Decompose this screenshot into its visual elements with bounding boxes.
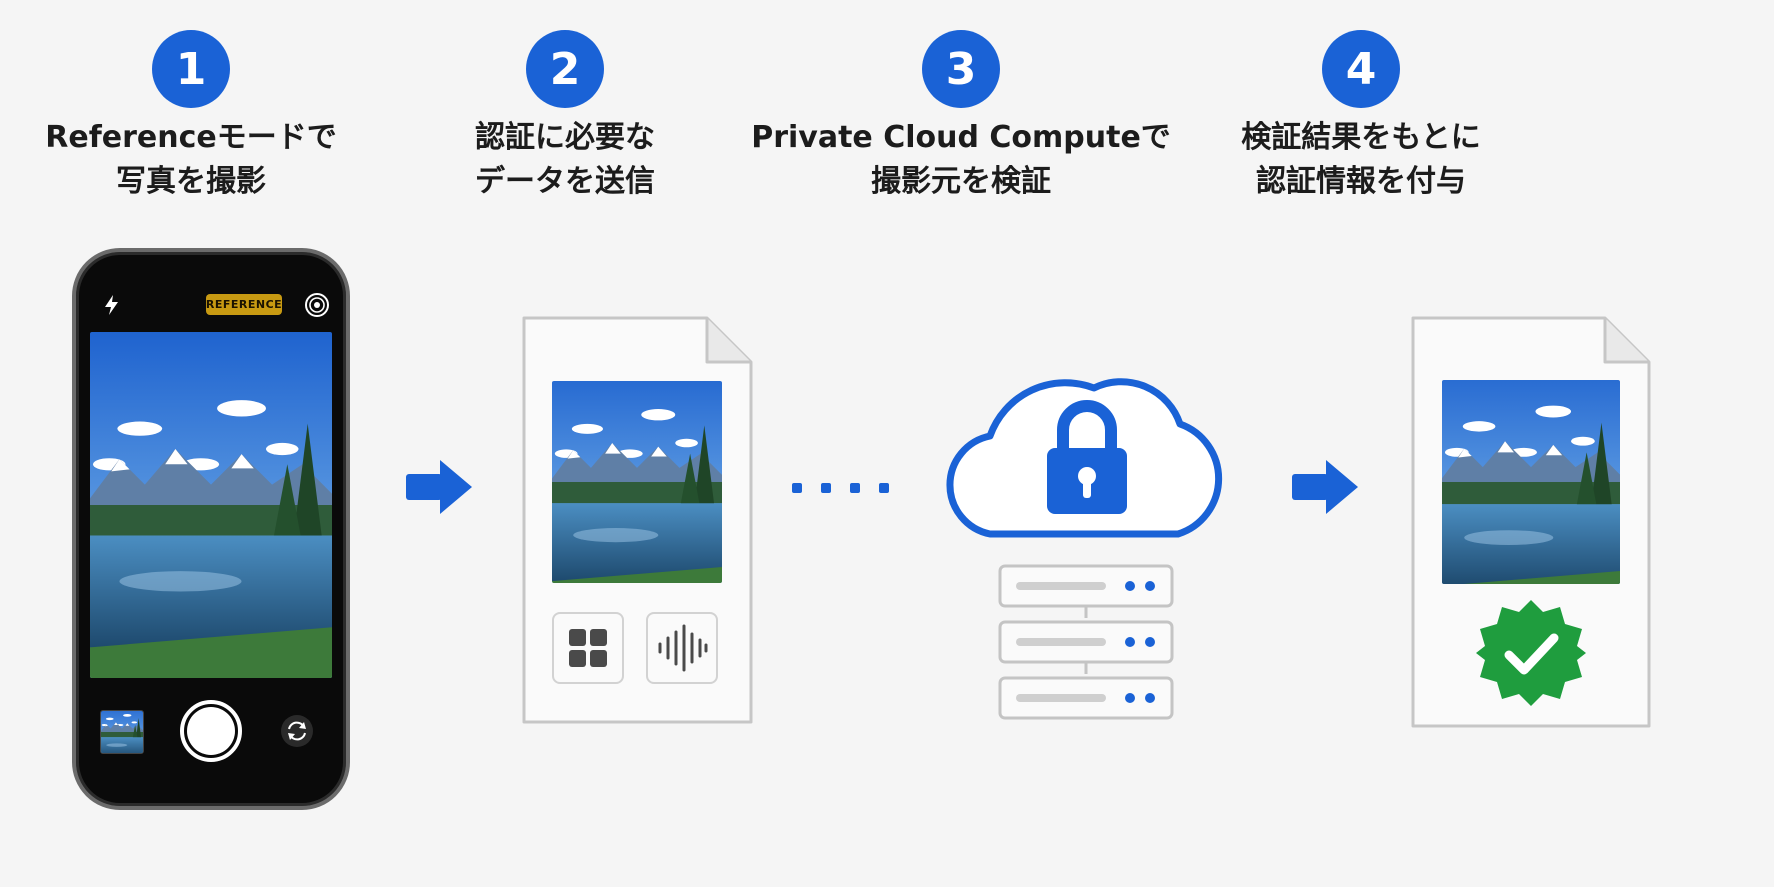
step-1-badge: 1 — [152, 30, 230, 108]
step-4-title-line2: 認証情報を付与 — [1256, 164, 1466, 199]
step-3-title: Private Cloud Computeで 撮影元を検証 — [751, 116, 1171, 204]
step-1-title: Referenceモードで 写真を撮影 — [0, 116, 401, 204]
flash-icon[interactable] — [102, 294, 122, 316]
live-photo-icon[interactable] — [304, 292, 330, 318]
lock-icon — [1047, 400, 1127, 514]
step-2-title: 認証に必要な データを送信 — [355, 116, 775, 204]
step-1-title-line2: 写真を撮影 — [116, 164, 266, 199]
reference-mode-badge[interactable]: REFERENCE — [206, 294, 282, 315]
camera-flip-icon[interactable] — [280, 714, 314, 748]
step-2-title-line2: データを送信 — [475, 164, 655, 199]
step-3-title-line1: Private Cloud Computeで — [751, 120, 1171, 155]
step-3-title-line2: 撮影元を検証 — [871, 164, 1051, 199]
waveform-icon — [658, 624, 708, 672]
arrow-right-icon — [406, 460, 472, 514]
phone-mockup: REFERENCE — [72, 248, 350, 810]
step-4-title: 検証結果をもとに 認証情報を付与 — [1151, 116, 1571, 204]
step-2-badge: 2 — [526, 30, 604, 108]
document-photo — [552, 381, 722, 583]
step-3-badge: 3 — [922, 30, 1000, 108]
step-1-title-line1: Referenceモードで — [45, 120, 337, 155]
server-icon — [998, 564, 1174, 720]
step-4-title-line1: 検証結果をもとに — [1241, 120, 1481, 155]
audio-tile — [646, 612, 718, 684]
verified-check-icon — [1476, 600, 1586, 706]
arrow-right-icon — [1292, 460, 1358, 514]
shutter-button[interactable] — [180, 700, 242, 762]
camera-viewfinder-photo — [90, 332, 332, 678]
step-4-badge: 4 — [1322, 30, 1400, 108]
dotted-connector — [792, 483, 889, 493]
last-photo-thumbnail[interactable] — [100, 710, 144, 754]
verified-document-photo — [1442, 380, 1620, 584]
grid-icon — [569, 629, 607, 667]
step-2-title-line1: 認証に必要な — [475, 120, 655, 155]
metadata-tile — [552, 612, 624, 684]
